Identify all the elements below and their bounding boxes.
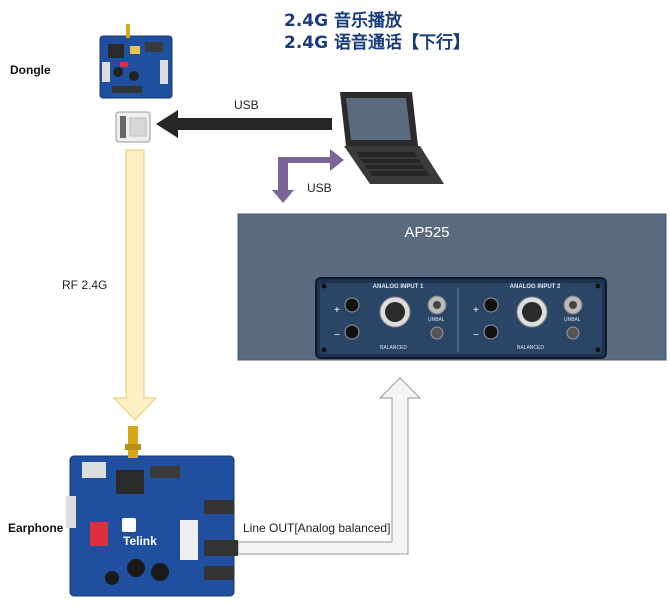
rf-arrow: [112, 149, 158, 421]
usb-label-dongle: USB: [234, 98, 259, 112]
unbal-label-1: UNBAL: [428, 317, 445, 323]
laptop-icon: [340, 92, 444, 184]
line-out-arrow: [237, 377, 422, 555]
line-out-jack: [204, 540, 238, 556]
balanced-label-1: BALANCED: [380, 345, 407, 351]
earphone-label: Earphone: [8, 521, 64, 535]
usb-arrow-to-dongle: [156, 110, 332, 138]
analog-input-panel: ANALOG INPUT 1 ANALOG INPUT 2 + − BALANC…: [315, 277, 607, 359]
dongle-label: Dongle: [10, 63, 51, 77]
usb-dongle-stick: [115, 111, 151, 143]
dongle-board: [99, 24, 173, 99]
unbal-label-2: UNBAL: [564, 317, 581, 323]
analog-input-2-label: ANALOG INPUT 2: [510, 284, 561, 290]
usb-arrow-to-ap525: [272, 149, 344, 203]
analog-input-1-label: ANALOG INPUT 1: [373, 284, 424, 290]
svg-text:+: +: [473, 305, 479, 316]
dip-switch: [90, 522, 108, 546]
svg-text:−: −: [473, 330, 479, 341]
ap525-title: AP525: [404, 224, 449, 241]
line-out-label: Line OUT[Analog balanced]: [243, 521, 391, 535]
telink-logo: Telink: [123, 534, 157, 548]
title-voice-call-downlink: 2.4G 语音通话【下行】: [284, 33, 470, 53]
ap525-box: AP525 ANALOG INPUT 1 ANALOG INPUT 2 + − …: [237, 213, 667, 361]
antenna: [128, 426, 138, 458]
svg-text:−: −: [334, 330, 340, 341]
balanced-label-2: BALANCED: [517, 345, 544, 351]
title-music-playback: 2.4G 音乐播放: [284, 11, 402, 31]
earphone-board: Telink: [66, 426, 238, 597]
usb-label-ap525: USB: [307, 181, 332, 195]
svg-text:+: +: [334, 305, 340, 316]
rf-label: RF 2.4G: [62, 278, 108, 292]
